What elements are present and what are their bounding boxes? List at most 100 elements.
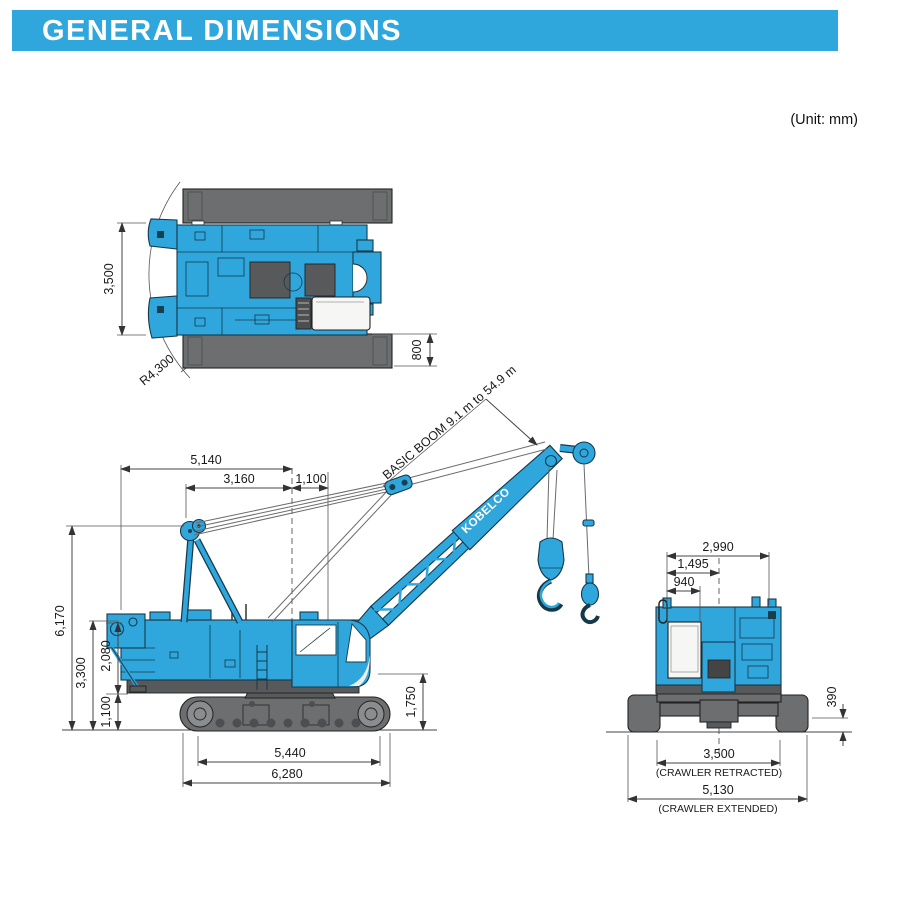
front-foot [129,685,147,693]
unit-note: (Unit: mm) [790,112,858,128]
ball-hook [580,603,600,625]
dim-5130-label: 5,130 [702,783,733,797]
boom-range-label: BASIC BOOM 9.1 m to 54.9 m [380,363,519,483]
rear-view: 2,990 1,495 940 390 3,500 (CRAWLER RETRA… [606,540,852,815]
dim-3500-top-label: 3,500 [102,263,116,294]
boom-hoist-rope [271,491,395,623]
winch-drum [128,617,138,627]
rear-view-dimensions: 2,990 1,495 940 390 3,500 (CRAWLER RETRA… [627,540,848,815]
top-tab [751,596,761,608]
machinery-outline [194,231,206,241]
frame-stub [356,239,374,252]
rear-crawler-left [627,694,661,733]
machinery-outline [249,229,265,240]
dim-390-label: 390 [825,687,839,708]
deck-box [299,611,319,621]
dim-1495-label: 1,495 [677,557,708,571]
dim-6170-label: 6,170 [53,605,67,636]
dim-3500-rear-label: 3,500 [703,747,734,761]
crawler-detail [372,336,388,366]
machinery-outline [194,317,206,327]
cab-roof-plan [311,296,371,331]
rigging [193,441,548,536]
winch-drum [109,621,125,637]
carbody-center [699,699,739,723]
rear-cab-panel [667,621,702,679]
deck-box [149,611,171,621]
deck-box [184,609,212,621]
top-view: 3,500 R4,300 800 [102,181,437,389]
wedge-detail [157,231,164,238]
counterweight-wedge-lower [147,295,178,339]
dim-3300-label: 3,300 [74,657,88,688]
dim-1750-label: 1,750 [404,686,418,717]
boom-note-leader [485,398,538,446]
hook-block [537,537,565,581]
dim-2990-label: 2,990 [702,540,733,554]
window-line [299,627,331,653]
door-handle [169,651,179,659]
machinery-outline [254,314,270,325]
gantry [179,518,244,624]
door-handle [224,659,236,668]
dim-r4300-label: R4,300 [137,352,177,389]
machinery-block [304,263,336,297]
boom-head-section [451,444,563,551]
side-view: KOBELCO [53,363,600,787]
boom-note-line [382,398,487,487]
axle-left [659,702,703,717]
ball-hook-assembly [580,463,600,625]
pendant-line [404,448,548,487]
axle-right [735,702,779,717]
operator-cab [291,619,371,688]
aux-sheave-hub [579,448,589,458]
crawler-retracted-note: (CRAWLER RETRACTED) [656,767,782,779]
cab-nose-stripe [349,655,370,686]
idler [357,700,385,728]
machinery-outline [741,643,773,661]
turret-circle [283,272,303,292]
sprocket [186,700,214,728]
bridle [384,474,413,496]
section-header-bar: GENERAL DIMENSIONS [12,10,838,51]
dim-2080-label: 2,080 [99,640,113,671]
boom-foot-notch [352,263,368,293]
top-view-crawler-upper [182,188,393,224]
machinery-outline [747,665,769,679]
crawler-detail [187,336,203,366]
carbody-detail [706,721,732,729]
ladder [256,645,268,690]
top-tab [767,598,777,608]
wedge-detail [157,306,164,313]
aux-sheave [572,441,596,465]
grille-slats [298,302,309,322]
rear-cab-inner [670,625,699,673]
pendant-line [404,441,546,480]
windshield [345,622,367,663]
dim-1100-axis-label: 1,100 [295,472,326,486]
boom-hoist-rope [267,487,391,619]
page-title: GENERAL DIMENSIONS [42,15,403,47]
crawler-detail [187,191,203,221]
sprocket-hub [193,707,207,721]
idler-hub [364,707,378,721]
ball-shackle [585,573,594,584]
boom-lattice [373,533,457,611]
dim-1100-lower-label: 1,100 [99,696,113,727]
rope-swage [582,519,595,527]
dim-5140-label: 5,140 [190,453,221,467]
hook-ball [580,582,600,606]
dim-3160-label: 3,160 [223,472,254,486]
machinery-outline [185,261,209,297]
head-sheave [544,454,558,468]
hook-block-assembly [536,467,565,612]
dim-5440-label: 5,440 [274,746,305,760]
top-view-crawler-lower [182,333,393,369]
center-machinery-dark [707,659,731,679]
machinery-outline [217,257,245,277]
crawler-extended-note: (CRAWLER EXTENDED) [658,803,777,815]
crawler-detail [372,191,388,221]
dim-800-label: 800 [410,340,424,361]
tail-swing-arc [148,181,191,379]
